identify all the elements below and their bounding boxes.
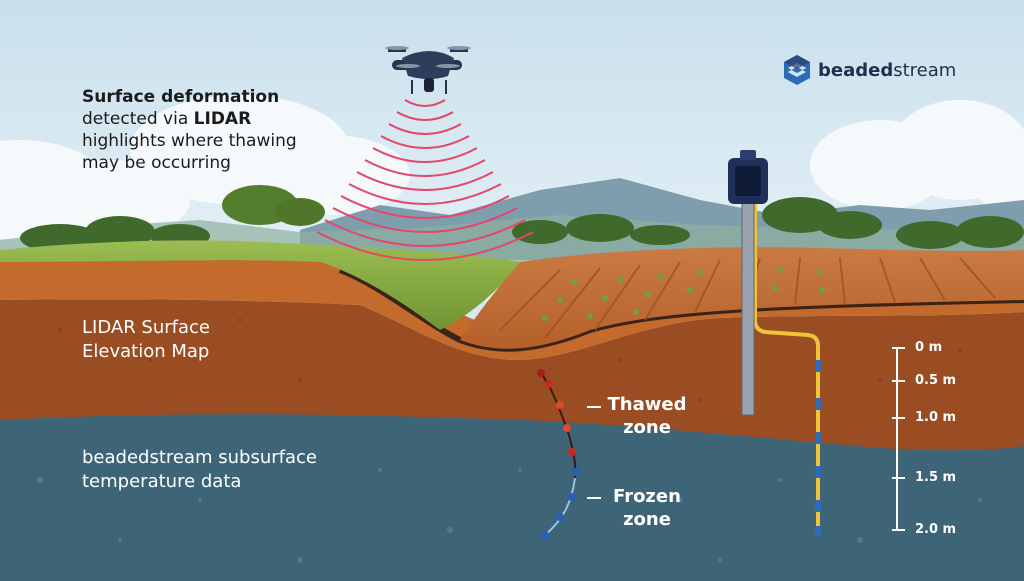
frozen-data-points — [541, 468, 580, 539]
thawed-line-2: zone — [623, 417, 671, 438]
sensor-beads — [815, 360, 821, 536]
topsoil-layer — [0, 252, 1024, 360]
caption-bold-3: LIDAR — [193, 109, 252, 129]
logo-wordmark: beadedstream — [818, 60, 956, 81]
depth-label-4: 2.0 m — [915, 522, 957, 537]
grass-hill — [0, 240, 520, 330]
permafrost-top — [0, 414, 1024, 581]
thawed-zone-label: Thawed zone — [592, 393, 702, 439]
datalogger-icon — [728, 150, 768, 204]
subsoil-layer — [0, 299, 1024, 451]
temperature-profile-frozen — [544, 477, 576, 536]
thawed-data-points — [537, 369, 576, 456]
depth-label-1: 0.5 m — [915, 373, 957, 388]
depth-label-2: 1.0 m — [915, 410, 957, 425]
subsurface-data-label: beadedstream subsurface temperature data — [82, 447, 317, 492]
logo-rest: stream — [893, 59, 957, 81]
lidar-caption: Surface deformation detected via LIDAR h… — [82, 86, 332, 174]
caption-bold-1: Surface deformation — [82, 87, 280, 107]
permafrost-stones — [37, 468, 982, 563]
depth-label-0: 0 m — [915, 340, 943, 355]
mounting-pole — [741, 194, 755, 416]
caption-text-2: detected via — [82, 109, 194, 129]
depth-scale — [892, 347, 905, 531]
sensor-cable — [753, 190, 820, 535]
logo-bold: beaded — [818, 59, 894, 81]
drone-icon — [385, 46, 471, 94]
thawed-leader-line — [587, 406, 601, 408]
depth-label-3: 1.5 m — [915, 470, 957, 485]
beadedstream-logo: beadedstream — [782, 54, 956, 86]
lidar-wave-icon — [316, 99, 534, 261]
thawed-line-1: Thawed — [607, 394, 687, 415]
lidar-map-label: LIDAR Surface Elevation Map — [82, 317, 210, 362]
frozen-line-1: Frozen — [613, 486, 681, 507]
soil-stones — [58, 318, 962, 402]
beadedstream-logo-icon — [784, 55, 810, 85]
frozen-line-2: zone — [623, 509, 671, 530]
crop-sprouts — [542, 267, 825, 321]
caption-text-4: highlights where thawing may be occurrin… — [82, 131, 297, 173]
frozen-leader-line — [587, 497, 601, 499]
frozen-zone-label: Frozen zone — [592, 485, 702, 531]
clouds — [0, 95, 1024, 240]
